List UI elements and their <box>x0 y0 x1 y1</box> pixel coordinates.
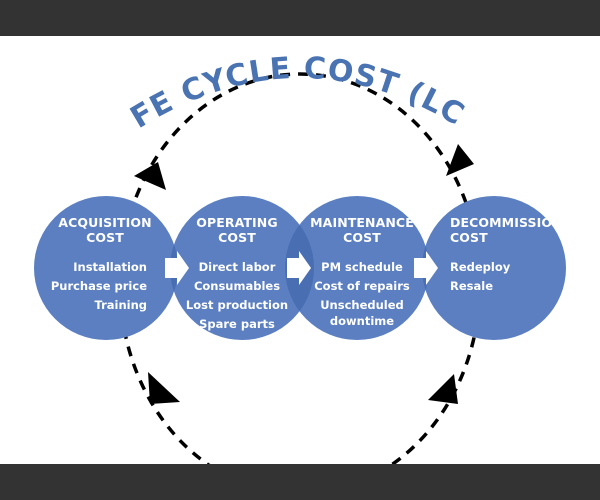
stage-item: Cost of repairs <box>314 279 410 293</box>
arrowhead-bottom-left-icon <box>148 372 180 404</box>
diagram-panel: LIFE CYCLE COST (LCC) ACQUISITION COST I… <box>0 36 600 464</box>
stage-item: Installation <box>73 260 147 274</box>
stage-item: Resale <box>450 279 493 293</box>
diagram-title: LIFE CYCLE COST (LCC) <box>0 36 471 136</box>
stage-circle-decommission <box>422 196 566 340</box>
right-arrow-icon <box>414 251 438 285</box>
right-arrow-icon <box>287 251 311 285</box>
right-arrow-icon <box>165 251 189 285</box>
stage-title-line1: OPERATING <box>196 215 277 230</box>
stage-title-line2: COST <box>450 230 488 245</box>
stage-item: downtime <box>330 314 394 328</box>
stage-item: Spare parts <box>199 317 275 331</box>
arrowhead-top-left-icon <box>134 162 166 190</box>
stage-item: Unscheduled <box>320 298 404 312</box>
stage-item: Consumables <box>194 279 280 293</box>
stage-title-line2: COST <box>343 230 381 245</box>
stage-item: Purchase price <box>51 279 147 293</box>
stage-title-line1: ACQUISITION <box>58 215 151 230</box>
stage-circle-operating <box>170 196 314 340</box>
arrowhead-bottom-right-icon <box>428 374 458 404</box>
stage-circle-maintenance <box>285 196 429 340</box>
stage-item: PM schedule <box>321 260 403 274</box>
arrowhead-top-right-icon <box>446 144 474 176</box>
stage-item: Lost production <box>186 298 288 312</box>
lcc-diagram: LIFE CYCLE COST (LCC) ACQUISITION COST I… <box>0 36 566 464</box>
stage-title-line2: COST <box>86 230 124 245</box>
stage-circle-acquisition <box>34 196 178 340</box>
stage-title-line1: DECOMMISSION <box>450 215 563 230</box>
stage-item: Redeploy <box>450 260 511 274</box>
stage-item: Direct labor <box>199 260 276 274</box>
stage-title-line1: MAINTENANCE <box>310 215 414 230</box>
stage-title-line2: COST <box>218 230 256 245</box>
stage-item: Training <box>94 298 147 312</box>
